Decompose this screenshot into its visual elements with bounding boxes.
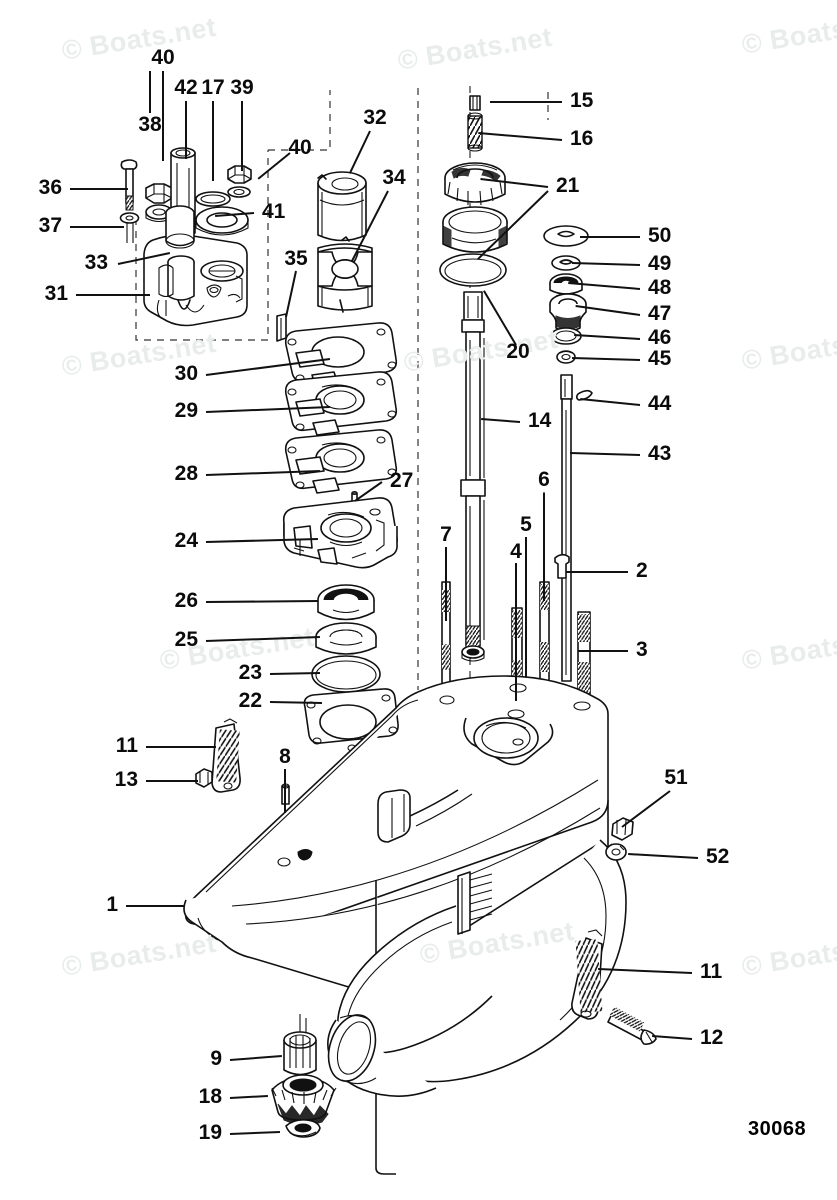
callout-number-48: 48	[648, 276, 672, 299]
callout-number-9: 9	[210, 1047, 222, 1070]
callout-number-21: 21	[556, 174, 580, 197]
callout-number-34: 34	[382, 166, 406, 189]
callout-number-40: 40	[288, 136, 312, 159]
callout-number-42: 42	[174, 76, 198, 99]
callout-number-29: 29	[174, 399, 198, 422]
leader-line	[149, 71, 151, 113]
leader-line	[146, 780, 198, 782]
leader-line	[445, 547, 447, 621]
callout-number-37: 37	[38, 214, 62, 237]
callout-number-52: 52	[706, 845, 730, 868]
callout-number-47: 47	[648, 302, 672, 325]
leader-line	[126, 905, 185, 907]
diagram-id-number: 30068	[748, 1118, 807, 1140]
callout-number-45: 45	[648, 347, 672, 370]
callout-number-23: 23	[238, 661, 262, 684]
callout-number-8: 8	[279, 745, 291, 768]
callout-number-39: 39	[230, 76, 254, 99]
callout-number-13: 13	[114, 768, 138, 791]
callout-number-22: 22	[238, 689, 262, 712]
leader-line	[70, 188, 128, 190]
callout-number-41: 41	[262, 200, 286, 223]
callout-number-11: 11	[700, 960, 723, 983]
callout-number-27: 27	[390, 469, 414, 492]
callout-number-28: 28	[174, 462, 198, 485]
leader-line	[185, 101, 187, 159]
leader-line	[212, 101, 214, 181]
leader-line	[490, 101, 562, 103]
leader-line	[525, 537, 527, 677]
callout-number-16: 16	[570, 127, 594, 150]
callout-number-20: 20	[506, 340, 530, 363]
callout-number-14: 14	[528, 409, 552, 432]
callout-number-15: 15	[570, 89, 594, 112]
callout-number-30: 30	[174, 362, 198, 385]
callout-number-5: 5	[520, 513, 532, 536]
callout-number-40: 40	[151, 46, 175, 69]
callout-number-12: 12	[700, 1026, 724, 1049]
leader-line	[70, 226, 124, 228]
callout-number-44: 44	[648, 392, 672, 415]
callout-number-43: 43	[648, 442, 672, 465]
leader-line	[543, 493, 545, 601]
callout-number-36: 36	[38, 176, 62, 199]
callout-number-46: 46	[648, 326, 672, 349]
callout-number-4: 4	[510, 540, 522, 563]
callout-number-11: 11	[115, 734, 138, 757]
callout-number-31: 31	[44, 282, 68, 305]
callout-number-19: 19	[198, 1121, 222, 1144]
callout-number-3: 3	[636, 638, 648, 661]
callout-number-26: 26	[174, 589, 198, 612]
leader-line	[146, 746, 216, 748]
leader-line	[515, 563, 517, 701]
callout-number-17: 17	[201, 76, 225, 99]
leader-line	[284, 769, 286, 813]
callout-number-2: 2	[636, 559, 648, 582]
callout-number-35: 35	[284, 247, 308, 270]
callout-number-24: 24	[174, 529, 198, 552]
leader-line	[241, 101, 243, 171]
callout-number-49: 49	[648, 252, 672, 275]
leader-line	[76, 294, 150, 296]
leader-line	[580, 236, 640, 238]
leader-line	[566, 571, 628, 573]
callout-number-25: 25	[174, 628, 198, 651]
callout-number-38: 38	[138, 113, 162, 136]
callout-number-33: 33	[84, 251, 108, 274]
callout-number-7: 7	[440, 523, 452, 546]
callout-number-50: 50	[648, 224, 672, 247]
leader-line	[578, 650, 628, 652]
callout-number-1: 1	[106, 893, 118, 916]
callout-number-32: 32	[363, 106, 387, 129]
callout-number-6: 6	[538, 468, 550, 491]
callout-number-18: 18	[198, 1085, 222, 1108]
callout-number-51: 51	[664, 766, 688, 789]
leader-line	[162, 71, 164, 161]
